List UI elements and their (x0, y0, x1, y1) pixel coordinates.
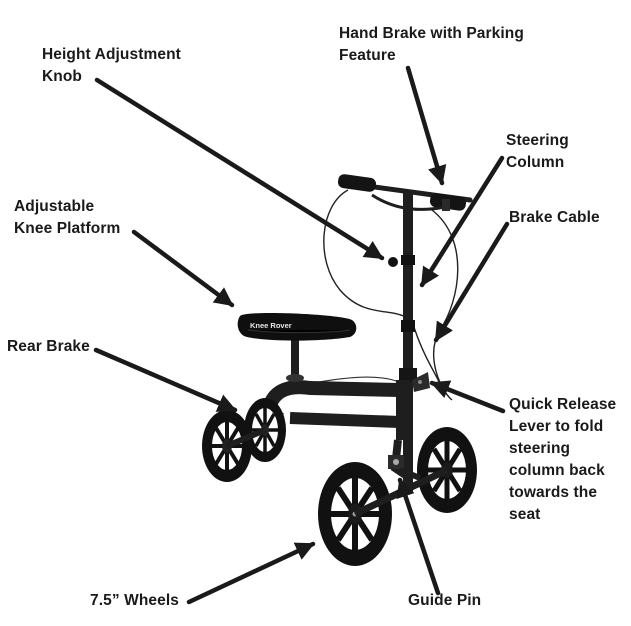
brake-cable (323, 189, 446, 396)
arrow-quick-release-lever (429, 380, 506, 414)
label-height-adjustment-knob: Height Adjustment Knob (42, 46, 181, 85)
arrow-brake-cable (433, 221, 510, 343)
label-rear-brake: Rear Brake (7, 338, 90, 355)
label-steering-column: Steering Column (506, 132, 569, 171)
rear-axle (225, 427, 267, 449)
arrow-rear-brake (93, 347, 238, 413)
label-quick-release-lever: Quick Release Lever to fold steering col… (509, 396, 617, 523)
label-brake-cable: Brake Cable (509, 209, 600, 226)
seat-post (291, 335, 299, 383)
knee-platform: Knee Rover (237, 313, 357, 341)
label-hand-brake: Hand Brake with Parking Feature (339, 25, 524, 64)
brand-logo: Knee Rover (250, 321, 292, 330)
label-wheels: 7.5” Wheels (90, 592, 179, 609)
arrow-steering-column (419, 155, 505, 288)
arrow-hand-brake (405, 65, 447, 186)
handlebar (337, 174, 473, 211)
arrow-adjustable-knee-platform (131, 229, 235, 308)
arrow-height-adjustment-knob (94, 77, 385, 261)
arrow-wheels (186, 541, 316, 605)
steering-column-shape (388, 192, 417, 492)
label-guide-pin: Guide Pin (408, 592, 482, 609)
label-adjustable-knee-platform: Adjustable Knee Platform (14, 198, 121, 237)
arrow-guide-pin (396, 477, 441, 596)
callout-arrows (93, 65, 510, 605)
knee-scooter: Knee Rover (202, 174, 477, 566)
